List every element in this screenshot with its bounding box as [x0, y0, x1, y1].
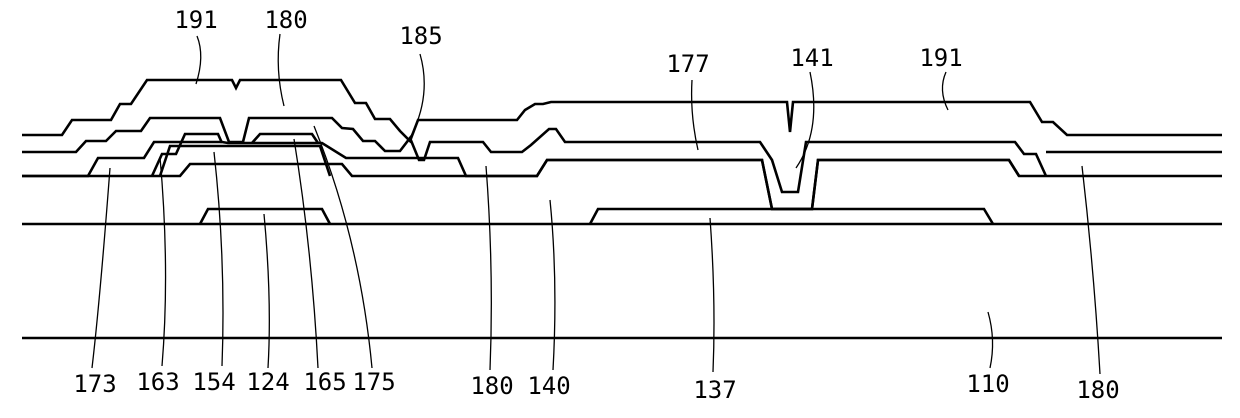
- label-191-right: 191: [919, 44, 962, 72]
- semiconductor-154: [160, 146, 330, 176]
- leader-180b: [486, 166, 491, 370]
- label-110: 110: [966, 370, 1009, 398]
- label-165: 165: [303, 368, 346, 396]
- label-137: 137: [693, 376, 736, 404]
- label-177: 177: [666, 50, 709, 78]
- leader-191b: [942, 72, 948, 110]
- leader-154: [214, 152, 223, 366]
- leader-191a: [196, 36, 201, 84]
- label-180-right: 180: [1076, 376, 1119, 404]
- leader-110: [988, 312, 993, 368]
- label-180-bottom: 180: [470, 372, 513, 400]
- pixel-electrode-191: [22, 80, 1222, 141]
- label-175: 175: [352, 368, 395, 396]
- leader-180c: [1082, 166, 1100, 374]
- storage-electrode-137: [590, 209, 993, 224]
- ohmic-contact-165: [252, 134, 318, 143]
- leader-175: [314, 126, 372, 368]
- leader-140: [550, 200, 555, 370]
- label-141: 141: [790, 44, 833, 72]
- leader-163: [160, 157, 166, 366]
- label-191-left: 191: [174, 6, 217, 34]
- label-180-top: 180: [264, 6, 307, 34]
- leader-180a: [278, 34, 284, 106]
- leader-165: [294, 139, 318, 368]
- leader-137: [710, 218, 714, 372]
- label-185: 185: [399, 22, 442, 50]
- leader-177: [692, 80, 698, 150]
- label-173: 173: [73, 370, 116, 398]
- label-140: 140: [527, 372, 570, 400]
- label-154: 154: [192, 368, 235, 396]
- label-163: 163: [136, 368, 179, 396]
- label-124: 124: [246, 368, 289, 396]
- leader-124: [264, 214, 269, 368]
